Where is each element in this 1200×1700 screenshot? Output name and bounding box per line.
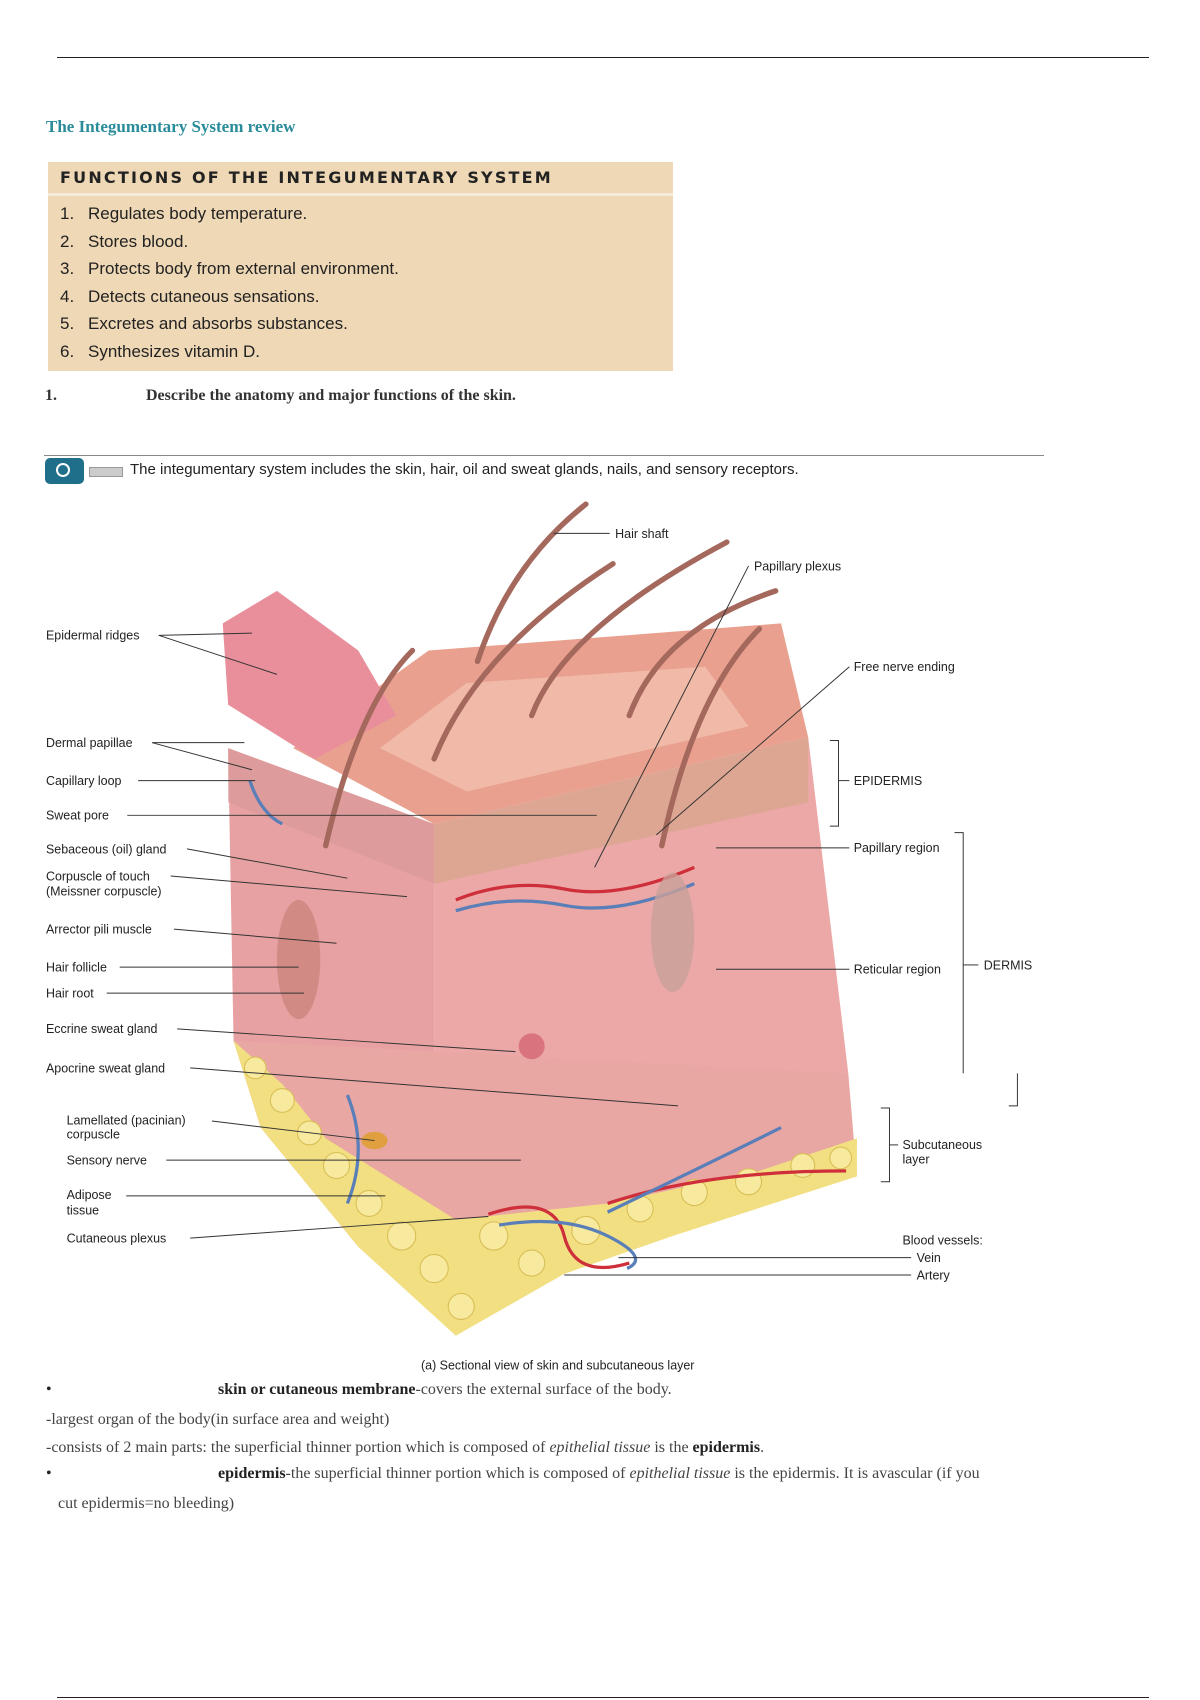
- label-sweat-pore: Sweat pore: [46, 809, 109, 823]
- label-arrector-pili: Arrector pili muscle: [46, 922, 152, 936]
- item-text: Regulates body temperature.: [88, 204, 308, 223]
- function-item: 1. Regulates body temperature.: [60, 200, 673, 228]
- label-dermis: DERMIS: [984, 958, 1032, 972]
- figure-subcaption: (a) Sectional view of skin and subcutane…: [421, 1358, 694, 1372]
- item-number: 4.: [60, 286, 75, 306]
- label-epidermis: EPIDERMIS: [854, 774, 923, 788]
- item-text: Protects body from external environment.: [88, 259, 399, 278]
- label-eccrine-gland: Eccrine sweat gland: [46, 1022, 158, 1036]
- note-text: -consists of 2 main parts: the superfici…: [46, 1439, 550, 1456]
- item-text: Stores blood.: [88, 231, 189, 251]
- label-papillary-region: Papillary region: [854, 841, 940, 855]
- label-apocrine-gland: Apocrine sweat gland: [46, 1061, 165, 1075]
- label-meissner-corpuscle: (Meissner corpuscle): [46, 885, 162, 899]
- function-item: 2. Stores blood.: [60, 228, 673, 256]
- note-skin: skin or cutaneous membrane-covers the ex…: [218, 1381, 672, 1399]
- hair-follicle-shape: [276, 899, 321, 1020]
- question-text: Describe the anatomy and major functions…: [146, 387, 516, 404]
- label-vein: Vein: [917, 1251, 941, 1265]
- eccrine-gland-shape: [518, 1033, 545, 1060]
- hairs: [322, 501, 779, 849]
- functions-table-heading: FUNCTIONS OF THE INTEGUMENTARY SYSTEM: [48, 162, 673, 196]
- term-skin: skin or cutaneous membrane: [218, 1381, 416, 1398]
- label-subcutaneous-2: layer: [902, 1152, 929, 1166]
- label-artery: Artery: [917, 1268, 951, 1282]
- label-epidermal-ridges: Epidermal ridges: [46, 629, 139, 643]
- function-item: 3. Protects body from external environmen…: [60, 255, 673, 283]
- blood-vessels: [248, 780, 847, 1270]
- label-lamellated: Lamellated (pacinian): [67, 1113, 186, 1127]
- note-epidermis-cont: cut epidermis=no bleeding): [58, 1495, 235, 1512]
- label-sebaceous-gland: Sebaceous (oil) gland: [46, 842, 167, 856]
- function-item: 4. Detects cutaneous sensations.: [60, 283, 673, 311]
- skin-top-highlight: [379, 666, 749, 792]
- bullet: •: [46, 1465, 52, 1482]
- item-number: 5.: [60, 314, 75, 333]
- epidermis-band: [434, 737, 809, 884]
- note-text: -covers the external surface of the body…: [415, 1381, 672, 1398]
- item-text: Synthesizes vitamin D.: [88, 341, 260, 361]
- note-text: .: [760, 1439, 765, 1456]
- figure-icon: [45, 458, 84, 484]
- item-number: 6.: [60, 341, 75, 361]
- bottom-rule: [57, 1697, 1149, 1698]
- item-number: 2.: [60, 231, 75, 251]
- note-text: is the epidermis. It is avascular (if yo…: [730, 1465, 980, 1482]
- label-adipose-2: tissue: [67, 1203, 100, 1217]
- label-adipose: Adipose: [67, 1188, 112, 1202]
- question-number: 1.: [45, 387, 57, 404]
- label-corpuscle-of-touch: Corpuscle of touch: [46, 869, 150, 883]
- label-reticular-region: Reticular region: [854, 963, 941, 977]
- top-rule: [57, 57, 1149, 58]
- label-hair-shaft: Hair shaft: [615, 527, 669, 541]
- label-capillary-loop: Capillary loop: [46, 774, 122, 788]
- note-italic: epithelial tissue: [549, 1439, 651, 1456]
- figure-rule: [44, 455, 1044, 456]
- fat-globules: [243, 1056, 853, 1320]
- bullet: •: [46, 1381, 52, 1398]
- label-blood-vessels: Blood vessels:: [902, 1234, 982, 1248]
- term-epidermis: epidermis: [218, 1465, 286, 1482]
- label-cutaneous-plexus: Cutaneous plexus: [67, 1231, 167, 1245]
- label-papillary-plexus: Papillary plexus: [754, 559, 841, 573]
- epidermal-ridges-flap: [222, 590, 397, 759]
- label-hair-root: Hair root: [46, 986, 94, 1000]
- label-subcutaneous: Subcutaneous: [902, 1138, 982, 1152]
- figure-caption: The integumentary system includes the sk…: [130, 461, 799, 478]
- item-text: Excretes and absorbs substances.: [88, 314, 348, 333]
- label-dermal-papillae: Dermal papillae: [46, 736, 133, 750]
- page-title: The Integumentary System review: [46, 117, 296, 136]
- note-epidermis: epidermis-the superficial thinner portio…: [218, 1465, 980, 1483]
- function-item: 6. Synthesizes vitamin D.: [60, 338, 673, 366]
- item-number: 1.: [60, 204, 75, 223]
- note-text: is the: [650, 1439, 693, 1456]
- label-hair-follicle: Hair follicle: [46, 960, 107, 974]
- figure-tag-icon: [89, 467, 123, 477]
- label-sensory-nerve: Sensory nerve: [67, 1153, 147, 1167]
- function-item: 5. Excretes and absorbs substances.: [60, 310, 673, 338]
- item-number: 3.: [60, 259, 75, 278]
- sebaceous-gland-shape: [650, 872, 695, 993]
- note-text: -the superficial thinner portion which i…: [285, 1465, 630, 1482]
- term-epidermis: epidermis: [692, 1439, 761, 1456]
- label-free-nerve-ending: Free nerve ending: [854, 660, 955, 674]
- item-text: Detects cutaneous sensations.: [88, 286, 320, 306]
- note-two-parts: -consists of 2 main parts: the superfici…: [46, 1439, 764, 1457]
- functions-table: FUNCTIONS OF THE INTEGUMENTARY SYSTEM 1.…: [48, 162, 673, 371]
- adipose-tissue: [233, 1040, 857, 1336]
- leader-lines: [106, 532, 1018, 1276]
- note-italic: epithelial tissue: [629, 1465, 731, 1482]
- label-lamellated-2: corpuscle: [67, 1127, 120, 1141]
- note-largest-organ: -largest organ of the body(in surface ar…: [46, 1411, 390, 1428]
